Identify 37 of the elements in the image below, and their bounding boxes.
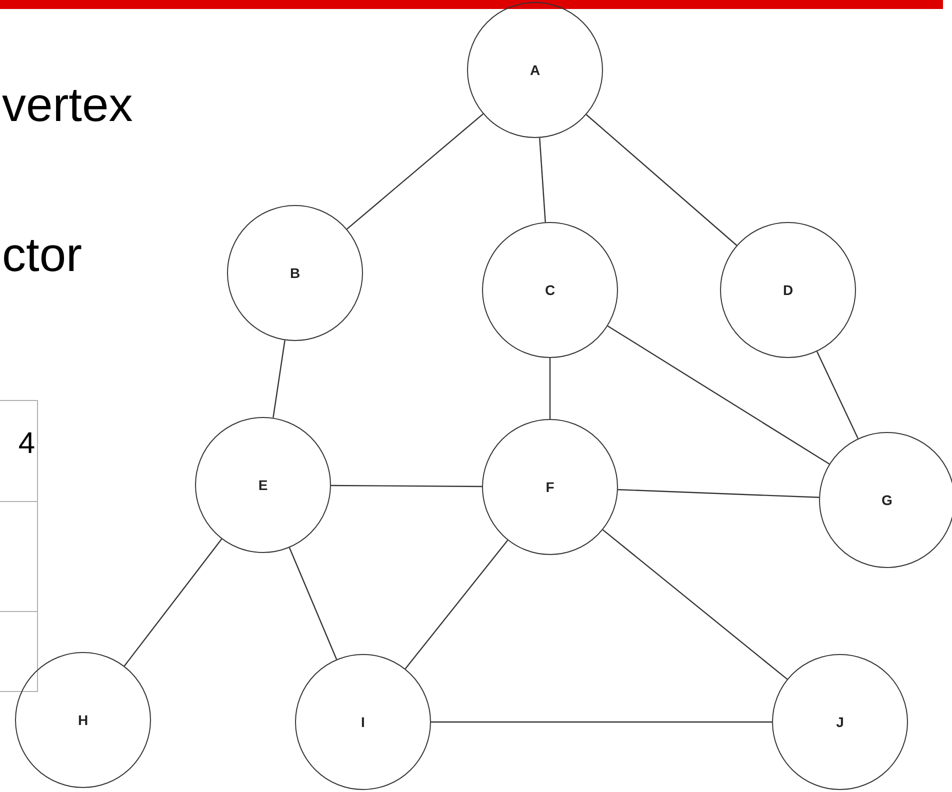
edge-line [618,489,820,498]
vertex-label: B [290,265,300,281]
edge-line [431,721,772,723]
vertex-circle [467,2,603,138]
vertex-circle [295,654,431,790]
slide-text: vertex [2,82,133,130]
edge-line [549,358,551,419]
edge-line [816,351,859,439]
slide-text: ctor [2,232,82,280]
vertex-circle [772,654,908,790]
vertex-label: G [882,492,892,508]
vertex-circle [819,432,952,568]
edge-line [539,138,546,222]
vertex-circle [195,417,331,553]
vertex-circle [482,419,618,555]
vertex-circle [227,205,363,341]
edge-line [272,340,286,418]
edge-line [602,529,788,680]
vertex-label: J [836,714,844,730]
vertex-label: D [782,282,794,298]
edge-line [124,538,222,666]
edge-line [586,114,738,246]
edge-line [607,325,830,465]
vertex-label: A [530,62,540,78]
edge-line [288,547,338,660]
vertex-label: I [361,714,365,730]
edge-line [331,484,482,488]
vertex-circle [15,652,151,788]
edge-line [346,113,484,230]
table-cell-text: 4 [18,429,35,459]
vertex-label: H [78,712,88,728]
vertex-circle [720,222,856,358]
vertex-label: F [546,479,554,495]
edge-line [404,540,508,670]
vertex-label: E [258,477,268,493]
vertex-label: C [544,282,556,298]
vertex-circle [482,222,618,358]
